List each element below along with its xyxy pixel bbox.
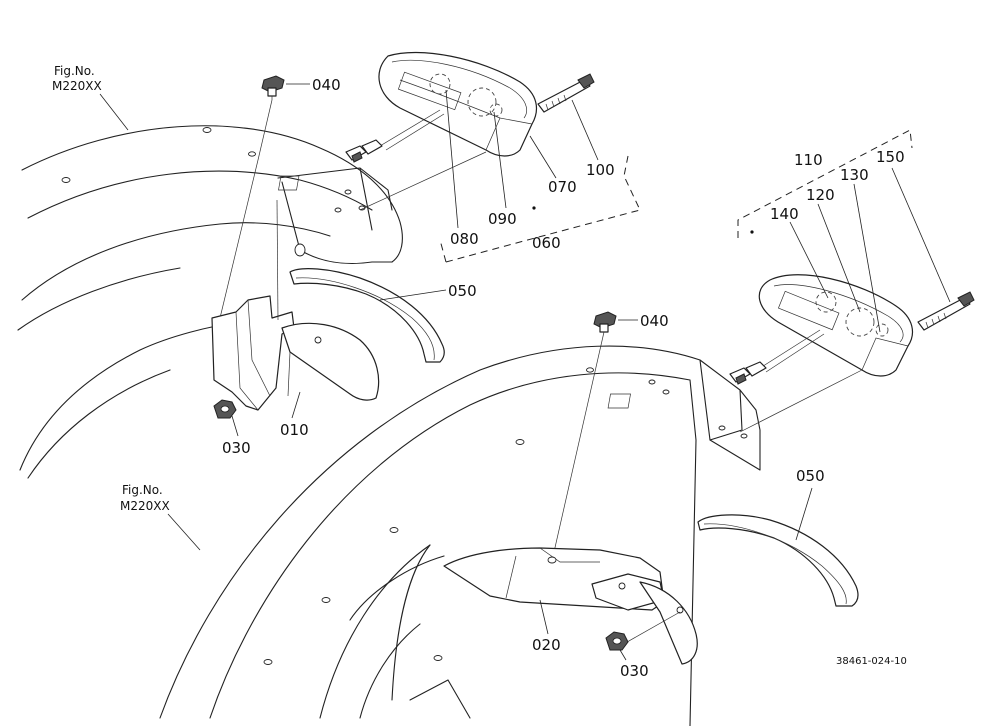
fig-ref-top: Fig.No. M220XX (52, 64, 129, 131)
label-030-bottom: 030 (620, 662, 649, 680)
fig-ref-top-line1: Fig.No. (54, 64, 95, 78)
fender-lower (159, 345, 761, 726)
lamp-upper: 100 070 090 080 060 (345, 51, 641, 263)
part-030-bottom: 030 (605, 631, 649, 680)
label-030-left: 030 (222, 439, 251, 457)
drawing-code: 38461-024-10 (836, 656, 907, 667)
label-040-top: 040 (312, 76, 341, 94)
label-040-mid: 040 (640, 312, 669, 330)
fig-ref-top-line2: M220XX (52, 79, 102, 93)
fender-upper-left (17, 125, 403, 479)
label-050-top: 050 (448, 282, 477, 300)
label-100: 100 (586, 161, 615, 179)
label-150: 150 (876, 148, 905, 166)
lamp-right: 150 130 120 140 110 (729, 129, 975, 433)
fig-ref-bottom-line1: Fig.No. (122, 483, 163, 497)
label-120: 120 (806, 186, 835, 204)
label-110: 110 (794, 151, 823, 169)
label-080: 080 (450, 230, 479, 248)
part-030-left: 030 (213, 399, 251, 457)
label-020: 020 (532, 636, 561, 654)
fig-ref-bottom: Fig.No. M220XX (120, 483, 201, 551)
label-130: 130 (840, 166, 869, 184)
part-020-bracket: 020 (443, 547, 698, 665)
part-010-bracket: 010 (211, 199, 380, 439)
part-040-top: 040 (219, 75, 341, 319)
part-050-top: 050 (289, 268, 477, 363)
part-040-mid: 040 (553, 311, 669, 553)
label-060: 060 (532, 234, 561, 252)
label-140: 140 (770, 205, 799, 223)
label-090: 090 (488, 210, 517, 228)
part-050-bottom: 050 (697, 467, 859, 607)
fig-ref-bottom-line2: M220XX (120, 499, 170, 513)
label-050-bottom: 050 (796, 467, 825, 485)
label-070: 070 (548, 178, 577, 196)
label-010: 010 (280, 421, 309, 439)
